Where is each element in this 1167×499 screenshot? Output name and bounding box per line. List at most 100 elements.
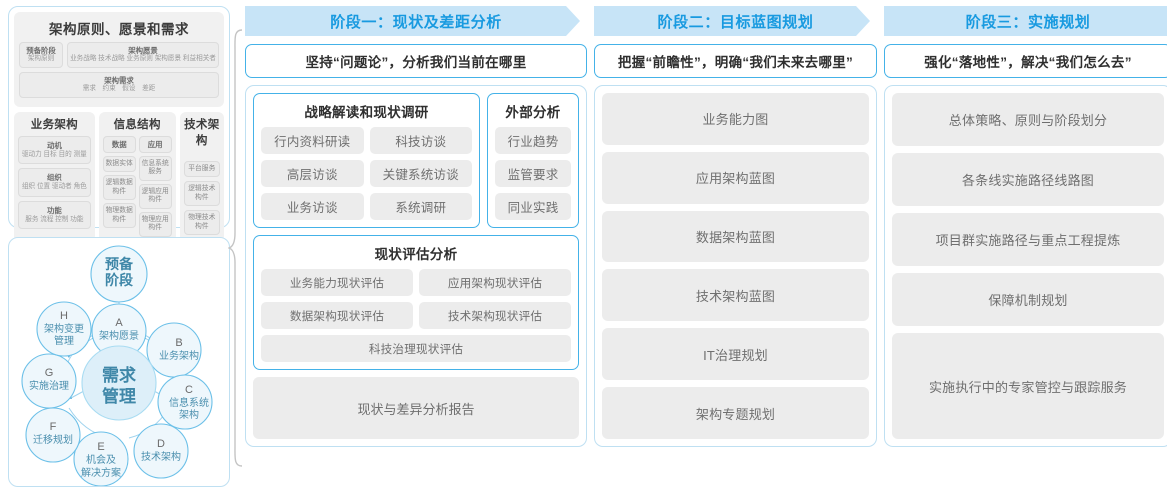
- adm-node-h-label1: 架构变更: [44, 322, 84, 335]
- adm-node-c-key: C: [185, 384, 193, 396]
- group-assessment-chips: 业务能力现状评估 应用架构现状评估 数据架构现状评估 技术架构现状评估 科技治理…: [261, 269, 571, 362]
- chip-item[interactable]: 行业趋势: [495, 127, 571, 154]
- phase-1-subtitle: 坚持“问题论”，分析我们当前在哪里: [245, 44, 587, 78]
- chip-item[interactable]: 技术架构现状评估: [419, 302, 571, 329]
- adm-node-b-label: 业务架构: [159, 349, 199, 362]
- chip-item[interactable]: 应用架构现状评估: [419, 269, 571, 296]
- chip-item[interactable]: 高层访谈: [261, 160, 364, 187]
- chip-item[interactable]: 业务访谈: [261, 193, 364, 220]
- adm-node-f-key: F: [50, 421, 57, 433]
- phase-1-chevron-icon: [566, 6, 588, 36]
- architecture-vision-box: 架构愿景 业务战略 技术战略 业务原则 架构愿景 利益相关者: [67, 42, 219, 68]
- list-item[interactable]: 项目群实施路径与重点工程提炼: [892, 213, 1164, 266]
- cell-motivation: 动机 驱动力 目标 目的 测量: [18, 135, 91, 165]
- phase-3-banner: 阶段三：实施规划: [884, 6, 1167, 36]
- adm-center-line2: 管理: [102, 386, 136, 406]
- prep-phase-box: 预备阶段 架构原则: [19, 42, 63, 68]
- phase-3-banner-label: 阶段三：实施规划: [965, 13, 1091, 31]
- phase-1-top-row: 战略解读和现状调研 行内资料研读 科技访谈 高层访谈 关键系统访谈 业务访谈 系…: [253, 93, 579, 228]
- adm-node-d-key: D: [157, 438, 165, 450]
- chip-item[interactable]: 业务能力现状评估: [261, 269, 413, 296]
- phase-3-column: 阶段三：实施规划 强化“落地性”，解决“我们怎么去” 总体策略、原则与阶段划分 …: [884, 6, 1167, 447]
- phase-2-banner: 阶段二：目标蓝图规划: [594, 6, 878, 36]
- phase-2-item-list: 业务能力图 应用架构蓝图 数据架构蓝图 技术架构蓝图 IT治理规划 架构专题规划: [602, 93, 869, 439]
- list-item[interactable]: 各条线实施路径线路图: [892, 153, 1164, 206]
- group-external-chips: 行业趋势 监管要求 同业实践: [495, 127, 571, 220]
- architecture-framework-card: 架构原则、愿景和需求 预备阶段 架构原则 架构愿景 业务战略 技术战略 业务原则…: [8, 6, 230, 383]
- phase-3-item-list: 总体策略、原则与阶段划分 各条线实施路径线路图 项目群实施路径与重点工程提炼 保…: [892, 93, 1164, 439]
- data-column: 数据 数据实体 逻辑数据构件 物理数据构件: [102, 135, 136, 237]
- phase-1-banner: 阶段一：现状及差距分析: [245, 6, 588, 36]
- group-strategy-chips: 行内资料研读 科技访谈 高层访谈 关键系统访谈 业务访谈 系统调研: [261, 127, 472, 220]
- adm-node-b-key: B: [175, 337, 182, 349]
- adm-cycle-diagram: 预备 阶段 A 架构愿景 B 业务架构 C 信息系统 架构 D 技术架构 E 机…: [21, 245, 213, 486]
- adm-node-c-label1: 信息系统: [169, 396, 209, 409]
- chip-item[interactable]: 科技治理现状评估: [261, 335, 571, 362]
- group-assessment-title: 现状评估分析: [374, 247, 458, 262]
- adm-prep-line2: 阶段: [105, 272, 133, 288]
- pillar-information-structure: 信息结构 数据 数据实体 逻辑数据构件 物理数据构件 应用 信息系统服务 逻辑应…: [98, 111, 176, 242]
- cell-organization: 组织 组织 位置 驱动者 角色: [18, 168, 91, 197]
- chip-item[interactable]: 系统调研: [369, 193, 472, 220]
- list-item[interactable]: 应用架构蓝图: [602, 151, 869, 204]
- phase-3-body: 总体策略、原则与阶段划分 各条线实施路径线路图 项目群实施路径与重点工程提炼 保…: [884, 85, 1167, 447]
- adm-node-c-label2: 架构: [179, 408, 199, 421]
- adm-cycle-card: 预备 阶段 A 架构愿景 B 业务架构 C 信息系统 架构 D 技术架构 E 机…: [8, 237, 230, 487]
- phase-2-banner-label: 阶段二：目标蓝图规划: [657, 13, 814, 31]
- adm-node-f-label: 迁移规划: [33, 433, 73, 446]
- left-column: 架构原则、愿景和需求 预备阶段 架构原则 架构愿景 业务战略 技术战略 业务原则…: [8, 6, 230, 494]
- group-strategy-title: 战略解读和现状调研: [304, 105, 429, 120]
- list-item[interactable]: 实施执行中的专家管控与跟踪服务: [892, 333, 1164, 439]
- list-item[interactable]: 数据架构蓝图: [602, 210, 869, 263]
- adm-node-g-label: 实施治理: [29, 379, 69, 392]
- phase-1-banner-label: 阶段一：现状及差距分析: [330, 13, 502, 31]
- technology-architecture-cells: 平台服务 逻辑技术构件 物理技术构件: [183, 160, 220, 236]
- group-external-title: 外部分析: [505, 105, 561, 120]
- list-item[interactable]: 技术架构蓝图: [602, 269, 869, 322]
- brace-connector-icon: [228, 29, 243, 467]
- pillar-business-architecture: 业务架构 动机 驱动力 目标 目的 测量 组织 组织 位置 驱动者 角色 功能: [14, 111, 95, 242]
- phase-2-column: 阶段二：目标蓝图规划 把握“前瞻性”，明确“我们未来去哪里” 业务能力图 应用架…: [594, 6, 878, 447]
- chip-item[interactable]: 关键系统访谈: [369, 160, 472, 187]
- adm-node-h-label2: 管理: [54, 334, 74, 347]
- adm-node-e-label2: 解决方案: [81, 466, 121, 479]
- adm-node-a-key: A: [115, 317, 123, 329]
- adm-center-line1: 需求: [102, 365, 136, 385]
- framework-row-2: 架构需求 需求 约束 假设 差距: [19, 71, 219, 98]
- framework-title: 架构原则、愿景和需求: [49, 22, 189, 37]
- list-item[interactable]: 架构专题规划: [602, 387, 869, 439]
- cell-function: 功能 服务 流程 控制 功能: [18, 200, 91, 230]
- chip-item[interactable]: 行内资料研读: [261, 127, 364, 154]
- group-current-state-assessment: 现状评估分析 业务能力现状评估 应用架构现状评估 数据架构现状评估 技术架构现状…: [253, 235, 579, 370]
- adm-node-e-key: E: [97, 441, 104, 453]
- group-strategy-research: 战略解读和现状调研 行内资料研读 科技访谈 高层访谈 关键系统访谈 业务访谈 系…: [253, 93, 480, 228]
- information-structure-columns: 数据 数据实体 逻辑数据构件 物理数据构件 应用 信息系统服务 逻辑应用构件 物…: [102, 135, 172, 237]
- adm-node-e-label1: 机会及: [86, 453, 116, 466]
- adm-node-h-key: H: [60, 310, 68, 322]
- application-column: 应用 信息系统服务 逻辑应用构件 物理应用构件: [138, 135, 172, 237]
- adm-prep-line1: 预备: [105, 256, 134, 272]
- chip-item[interactable]: 科技访谈: [369, 127, 472, 154]
- list-item[interactable]: 保障机制规划: [892, 273, 1164, 326]
- business-architecture-cells: 动机 驱动力 目标 目的 测量 组织 组织 位置 驱动者 角色 功能 服务 流程…: [18, 135, 91, 230]
- phase-2-body: 业务能力图 应用架构蓝图 数据架构蓝图 技术架构蓝图 IT治理规划 架构专题规划: [594, 85, 877, 447]
- phase-1-body: 战略解读和现状调研 行内资料研读 科技访谈 高层访谈 关键系统访谈 业务访谈 系…: [245, 85, 587, 447]
- group-external-analysis: 外部分析 行业趋势 监管要求 同业实践: [487, 93, 579, 228]
- chip-item[interactable]: 同业实践: [495, 193, 571, 220]
- chip-item[interactable]: 数据架构现状评估: [261, 302, 413, 329]
- framework-top-group: 架构原则、愿景和需求 预备阶段 架构原则 架构愿景 业务战略 技术战略 业务原则…: [14, 12, 224, 107]
- list-item[interactable]: 总体策略、原则与阶段划分: [892, 93, 1164, 146]
- list-item[interactable]: 业务能力图: [602, 93, 869, 145]
- adm-node-a-label: 架构愿景: [99, 329, 139, 342]
- phase-1-report-box[interactable]: 现状与差异分析报告: [253, 377, 579, 439]
- phase-3-subtitle: 强化“落地性”，解决“我们怎么去”: [884, 44, 1167, 78]
- framework-row-1: 预备阶段 架构原则 架构愿景 业务战略 技术战略 业务原则 架构愿景 利益相关者: [19, 42, 219, 68]
- list-item[interactable]: IT治理规划: [602, 328, 869, 381]
- framework-pillars: 业务架构 动机 驱动力 目标 目的 测量 组织 组织 位置 驱动者 角色 功能: [14, 111, 224, 242]
- phase-1-column: 阶段一：现状及差距分析 坚持“问题论”，分析我们当前在哪里 战略解读和现状调研 …: [245, 6, 588, 447]
- phase-2-chevron-icon: [856, 6, 878, 36]
- pillar-technology-architecture: 技术架构 平台服务 逻辑技术构件 物理技术构件: [179, 111, 224, 242]
- adm-node-g-key: G: [45, 367, 54, 379]
- chip-item[interactable]: 监管要求: [495, 160, 571, 187]
